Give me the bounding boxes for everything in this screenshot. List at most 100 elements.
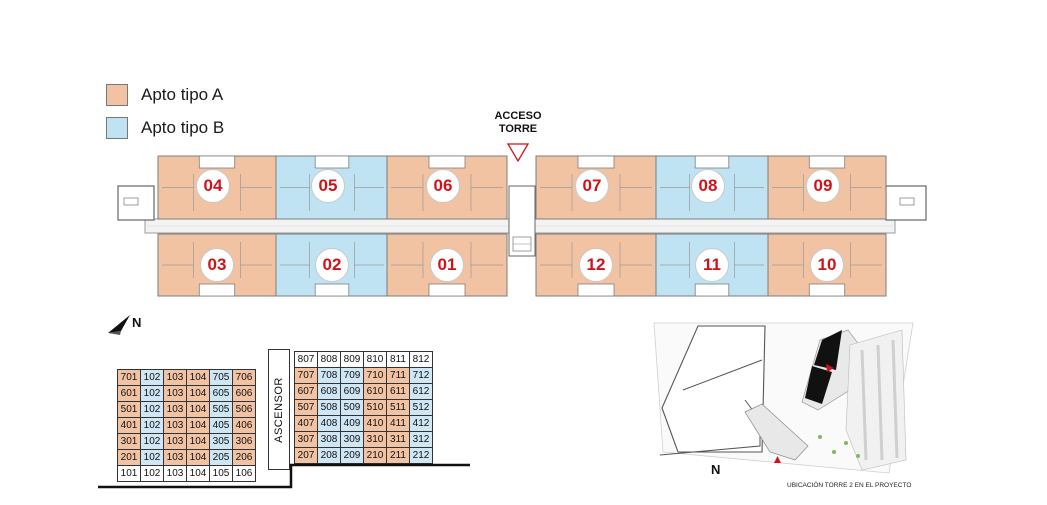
unit-cell: 104 — [186, 465, 210, 482]
unit-cell: 308 — [317, 431, 341, 448]
legend-swatch-a — [106, 84, 128, 106]
apartment-03 — [157, 233, 277, 297]
apartment-badge-02: 02 — [315, 248, 349, 282]
unit-cell: 812 — [409, 351, 433, 368]
unit-cell: 511 — [386, 399, 410, 416]
unit-cell: 104 — [186, 417, 210, 434]
legend-item-a: Apto tipo A — [106, 84, 224, 106]
stair-left — [117, 185, 155, 221]
unit-cell: 410 — [363, 415, 387, 432]
unit-cell: 512 — [409, 399, 433, 416]
unit-cell: 106 — [232, 465, 256, 482]
unit-cell: 601 — [117, 385, 141, 402]
legend: Apto tipo A Apto tipo B — [106, 84, 224, 150]
unit-cell: 612 — [409, 383, 433, 400]
unit-cell: 103 — [163, 369, 187, 386]
unit-cell: 809 — [340, 351, 364, 368]
apartment-09 — [767, 155, 887, 220]
unit-cell: 210 — [363, 447, 387, 464]
apartment-badge-11: 11 — [695, 248, 729, 282]
unit-cell: 808 — [317, 351, 341, 368]
unit-cell: 609 — [340, 383, 364, 400]
unit-cell: 208 — [317, 447, 341, 464]
unit-cell: 306 — [232, 433, 256, 450]
unit-cell: 606 — [232, 385, 256, 402]
apartment-02 — [275, 233, 389, 297]
unit-cell: 104 — [186, 433, 210, 450]
unit-cell: 607 — [294, 383, 318, 400]
unit-cell: 104 — [186, 449, 210, 466]
stair-right — [885, 185, 927, 221]
access-label-line2: TORRE — [498, 123, 538, 135]
legend-swatch-b — [106, 117, 128, 139]
unit-cell: 307 — [294, 431, 318, 448]
unit-cell: 102 — [140, 401, 164, 418]
unit-cell: 201 — [117, 449, 141, 466]
apartment-layer — [157, 155, 887, 297]
unit-cell: 409 — [340, 415, 364, 432]
apartment-badge-01: 01 — [430, 248, 464, 282]
unit-cell: 501 — [117, 401, 141, 418]
legend-label-a: Apto tipo A — [141, 85, 224, 104]
table-baseline — [98, 463, 470, 489]
unit-cell: 212 — [409, 447, 433, 464]
unit-cell: 309 — [340, 431, 364, 448]
apartment-badge-06: 06 — [426, 169, 460, 203]
unit-cell: 811 — [386, 351, 410, 368]
site-caption: UBICACIÓN TORRE 2 EN EL PROYECTO — [787, 482, 912, 489]
north-arrow-icon — [108, 315, 130, 335]
unit-cell: 102 — [140, 369, 164, 386]
unit-cell: 310 — [363, 431, 387, 448]
unit-cell: 103 — [163, 385, 187, 402]
unit-cell: 104 — [186, 385, 210, 402]
unit-cell: 105 — [209, 465, 233, 482]
unit-cell: 411 — [386, 415, 410, 432]
site-north-label: N — [711, 462, 721, 477]
north-label: N — [132, 315, 142, 330]
unit-cell: 706 — [232, 369, 256, 386]
site-marker-icon — [774, 456, 781, 463]
unit-cell: 301 — [117, 433, 141, 450]
unit-cell: 412 — [409, 415, 433, 432]
unit-cell: 509 — [340, 399, 364, 416]
unit-cell: 102 — [140, 417, 164, 434]
unit-cell: 608 — [317, 383, 341, 400]
unit-cell: 104 — [186, 369, 210, 386]
apartment-badge-10: 10 — [810, 248, 844, 282]
unit-cell: 810 — [363, 351, 387, 368]
unit-cell: 610 — [363, 383, 387, 400]
unit-cell: 103 — [163, 401, 187, 418]
unit-cell: 102 — [140, 465, 164, 482]
site-plan — [653, 322, 914, 474]
access-label: ACCESO TORRE — [488, 110, 548, 136]
unit-cell: 103 — [163, 433, 187, 450]
unit-cell: 207 — [294, 447, 318, 464]
unit-cell: 305 — [209, 433, 233, 450]
unit-cell: 510 — [363, 399, 387, 416]
unit-cell: 705 — [209, 369, 233, 386]
access-triangle-icon — [507, 143, 529, 163]
apartment-badge-09: 09 — [806, 169, 840, 203]
unit-cell: 710 — [363, 367, 387, 384]
apartment-badge-03: 03 — [200, 248, 234, 282]
unit-cell: 707 — [294, 367, 318, 384]
unit-cell: 405 — [209, 417, 233, 434]
unit-cell: 103 — [163, 417, 187, 434]
elevator-column: ASCENSOR — [268, 349, 290, 470]
unit-cell: 611 — [386, 383, 410, 400]
apartment-badge-05: 05 — [311, 169, 345, 203]
